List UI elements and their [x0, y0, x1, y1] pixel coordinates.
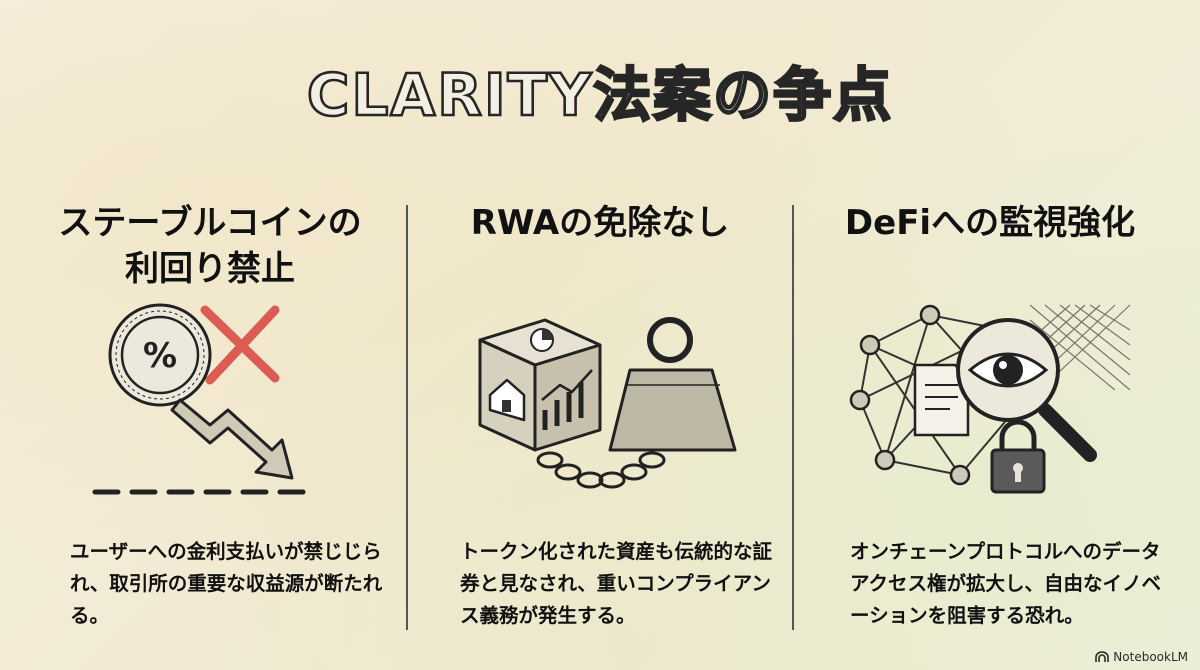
- document-icon: [913, 363, 970, 437]
- rwa-burden-illustration: [478, 317, 737, 489]
- column-description: オンチェーンプロトコルへのデータアクセス権が拡大し、自由なイノベーションを阻害す…: [850, 540, 1162, 627]
- column-heading: ステーブルコインの 利回り禁止: [20, 200, 400, 296]
- heading-line: RWAの免除なし: [470, 203, 730, 243]
- yield-ban-illustration: %: [92, 303, 306, 495]
- padlock-icon: [990, 419, 1046, 494]
- column-heading: RWAの免除なし: [410, 200, 790, 296]
- defi-surveillance-illustration: [849, 304, 1131, 494]
- mesh-grid: [1029, 304, 1131, 391]
- column-description: ユーザーへの金利支払いが禁じじられ、取引所の重要な収益源が断たれる。: [70, 540, 383, 627]
- heading-line: ステーブルコインの: [58, 203, 362, 243]
- heading-line: DeFiへの監視強化: [844, 203, 1136, 243]
- column-defi-surveillance: DeFiへの監視強化: [800, 200, 1180, 627]
- brand-watermark: NotebookLM: [1095, 650, 1188, 664]
- brand-label: NotebookLM: [1113, 650, 1188, 664]
- asset-cube-icon: [478, 318, 602, 452]
- magnifier-eye-icon: [956, 318, 1097, 462]
- red-x-icon: [200, 305, 280, 385]
- column-rwa-exemption: RWAの免除なし トークン化された資産も伝統的な証券と見なされ、重: [410, 200, 790, 627]
- column-description: トークン化された資産も伝統的な証券と見なされ、重いコンプライアンス義務が発生する…: [460, 540, 773, 627]
- column-stablecoin-yield: ステーブルコインの 利回り禁止 % ユーザーへの金利支払いが禁じじられ、取引所の…: [20, 200, 400, 627]
- down-arrow-icon: [170, 398, 294, 480]
- notebooklm-logo-icon: [1095, 651, 1110, 662]
- percent-coin-icon: %: [108, 303, 212, 407]
- column-divider: [406, 205, 408, 630]
- svg-text:%: %: [143, 336, 177, 376]
- column-divider: [792, 205, 794, 630]
- column-heading: DeFiへの監視強化: [800, 200, 1180, 296]
- page-title: CLARITY法案の争点: [306, 60, 894, 131]
- chain-icon: [536, 451, 666, 489]
- weight-icon: [608, 317, 737, 452]
- heading-line: 利回り禁止: [125, 249, 295, 289]
